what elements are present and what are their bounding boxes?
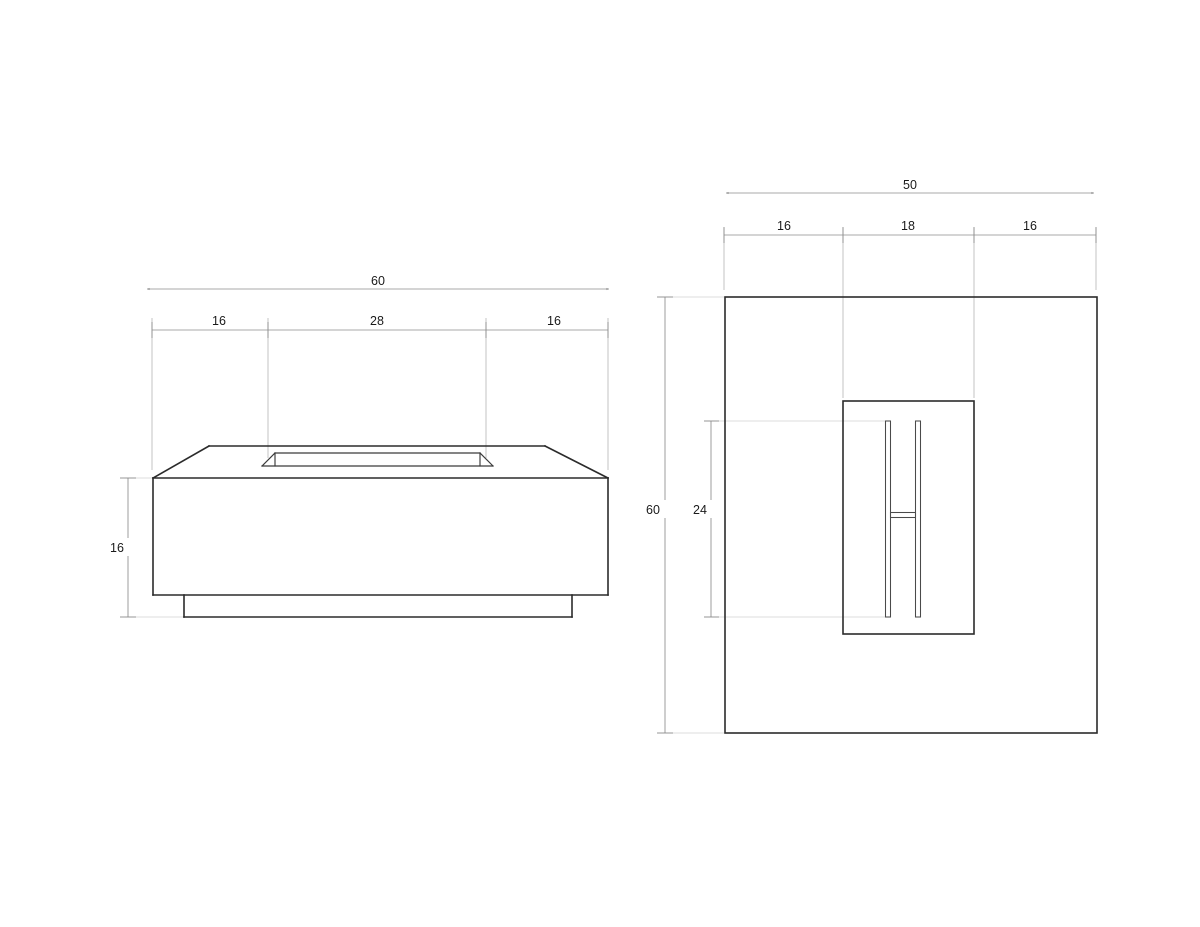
plan-opening-depth-label: 24 xyxy=(693,503,707,517)
plan-segment-left-label: 16 xyxy=(777,219,791,233)
plan-opening-depth-dimension: 24 xyxy=(688,420,719,618)
elevation-base-plinth xyxy=(183,594,573,618)
plan-burner-opening xyxy=(842,400,975,635)
front-elevation-view: 60 16 28 16 1 xyxy=(105,272,610,618)
plan-table-outline xyxy=(724,296,1098,734)
elevation-overall-label: 60 xyxy=(371,274,385,288)
burner-left-bar xyxy=(884,420,892,618)
plan-overall-width-dimension: 50 xyxy=(726,176,1094,195)
elevation-height-dimension: 16 xyxy=(105,477,136,618)
plan-extension-lines xyxy=(658,228,1097,734)
plan-segment-mid-label: 18 xyxy=(901,219,915,233)
top-plan-view: 50 16 18 16 6 xyxy=(641,176,1098,734)
plan-overall-width-label: 50 xyxy=(903,178,917,192)
elevation-overall-dimension: 60 xyxy=(147,272,609,291)
plan-overall-depth-label: 60 xyxy=(646,503,660,517)
plan-segment-dimension-chain: 16 18 16 xyxy=(723,217,1097,243)
plan-h-burner xyxy=(884,420,922,618)
elevation-table-body xyxy=(151,444,610,596)
elevation-segment-left-label: 16 xyxy=(212,314,226,328)
burner-cross-bar xyxy=(889,511,917,519)
elevation-burner-opening xyxy=(261,452,494,467)
plan-segment-right-label: 16 xyxy=(1023,219,1037,233)
elevation-extension-lines xyxy=(125,318,609,618)
elevation-segment-dimension-chain: 16 28 16 xyxy=(151,312,609,338)
elevation-height-label: 16 xyxy=(110,541,124,555)
burner-right-bar xyxy=(914,420,922,618)
elevation-segment-mid-label: 28 xyxy=(370,314,384,328)
plan-overall-depth-dimension: 60 xyxy=(641,296,673,734)
elevation-segment-right-label: 16 xyxy=(547,314,561,328)
